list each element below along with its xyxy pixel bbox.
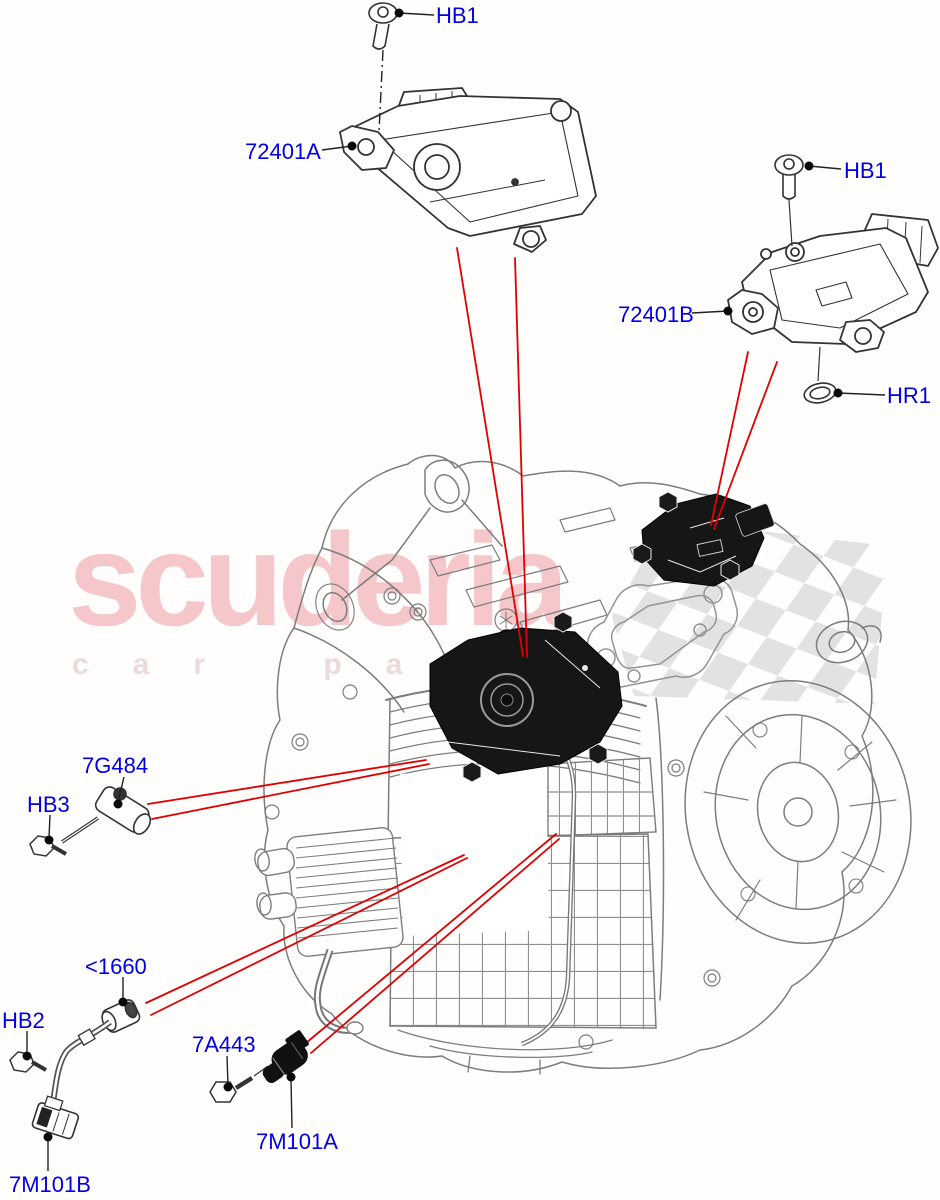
grommet-1660 bbox=[101, 999, 141, 1033]
exploded-range-sensor-72401a bbox=[339, 87, 597, 253]
label-hb2[interactable]: HB2 bbox=[2, 1008, 45, 1033]
black-leader-lines bbox=[26, 12, 886, 1171]
installed-tcu-module bbox=[632, 491, 775, 587]
label-72401b[interactable]: 72401B bbox=[618, 302, 694, 327]
bolt-7a443 bbox=[209, 1065, 269, 1103]
seal-hr1 bbox=[803, 382, 837, 404]
watermark-brand: scuderia bbox=[68, 506, 569, 653]
label-hb1-top[interactable]: HB1 bbox=[436, 3, 479, 28]
bolt-hb1-right bbox=[774, 154, 804, 200]
solenoid-7g484 bbox=[61, 786, 152, 844]
sensor-7m101a bbox=[262, 1030, 309, 1084]
valve-body-grid bbox=[389, 734, 657, 1047]
leader-dots bbox=[22, 8, 843, 1142]
exploded-tcu-module-72401b bbox=[727, 213, 939, 353]
label-hb1-right[interactable]: HB1 bbox=[844, 158, 887, 183]
label-1660[interactable]: <1660 bbox=[85, 954, 147, 979]
red-leader-lines bbox=[145, 247, 778, 1054]
oil-cooler bbox=[254, 827, 404, 1035]
label-7m101a[interactable]: 7M101A bbox=[256, 1129, 338, 1154]
label-7g484[interactable]: 7G484 bbox=[82, 753, 149, 778]
bolt-hb1-top bbox=[368, 2, 398, 50]
label-72401a[interactable]: 72401A bbox=[245, 139, 321, 164]
label-7m101b[interactable]: 7M101B bbox=[9, 1172, 91, 1197]
label-7a443[interactable]: 7A443 bbox=[192, 1032, 256, 1057]
label-hb3[interactable]: HB3 bbox=[27, 792, 70, 817]
label-hr1[interactable]: HR1 bbox=[887, 383, 932, 408]
sensor-tube-7m101b bbox=[31, 1019, 112, 1140]
installed-range-sensor bbox=[429, 611, 623, 783]
